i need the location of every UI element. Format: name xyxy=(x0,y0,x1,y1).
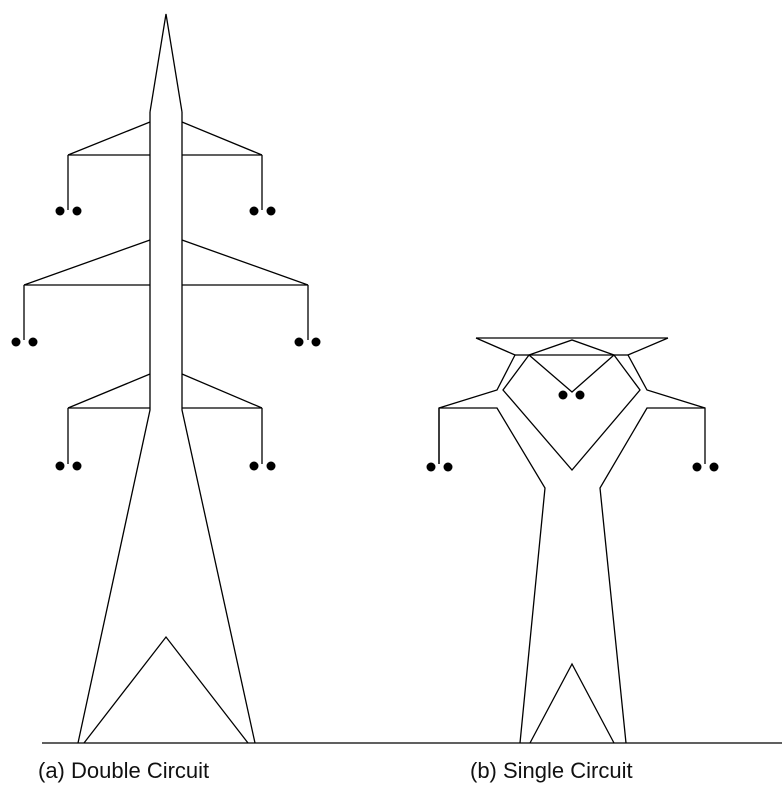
tower-b-left-contour xyxy=(438,337,516,464)
caption-double-circuit: (a) Double Circuit xyxy=(38,758,210,783)
conductor xyxy=(266,461,276,471)
tower-b-right-contour xyxy=(627,337,706,464)
tower-double-circuit xyxy=(11,13,321,744)
conductor xyxy=(72,461,82,471)
conductor xyxy=(55,461,65,471)
conductor xyxy=(426,462,436,472)
tower-b-center-hanger xyxy=(528,354,615,393)
conductor xyxy=(558,390,568,400)
conductor xyxy=(266,206,276,216)
tower-single-circuit xyxy=(426,337,719,744)
tower-a-inner-frame xyxy=(83,635,249,744)
conductor xyxy=(311,337,321,347)
conductor xyxy=(11,337,21,347)
conductor xyxy=(692,462,702,472)
conductor xyxy=(709,462,719,472)
tower-a-bottom-arms xyxy=(55,373,276,471)
conductor xyxy=(294,337,304,347)
tower-b-window xyxy=(502,354,641,471)
conductor xyxy=(72,206,82,216)
tower-b-left-leg xyxy=(439,407,546,744)
conductor xyxy=(55,206,65,216)
tower-a-top-arms xyxy=(55,121,276,216)
caption-single-circuit: (b) Single Circuit xyxy=(470,758,633,783)
conductor xyxy=(443,462,453,472)
conductor xyxy=(28,337,38,347)
tower-a-middle-arms xyxy=(11,239,321,347)
tower-b-inner-frame xyxy=(529,662,615,744)
tower-b-right-leg xyxy=(599,407,705,744)
conductor xyxy=(575,390,585,400)
tower-a-left-side xyxy=(77,112,151,744)
tower-a-right-side xyxy=(181,112,256,744)
conductor xyxy=(249,206,259,216)
conductor xyxy=(249,461,259,471)
tower-a-spire xyxy=(149,13,183,113)
tower-b-center-peak xyxy=(528,339,615,356)
